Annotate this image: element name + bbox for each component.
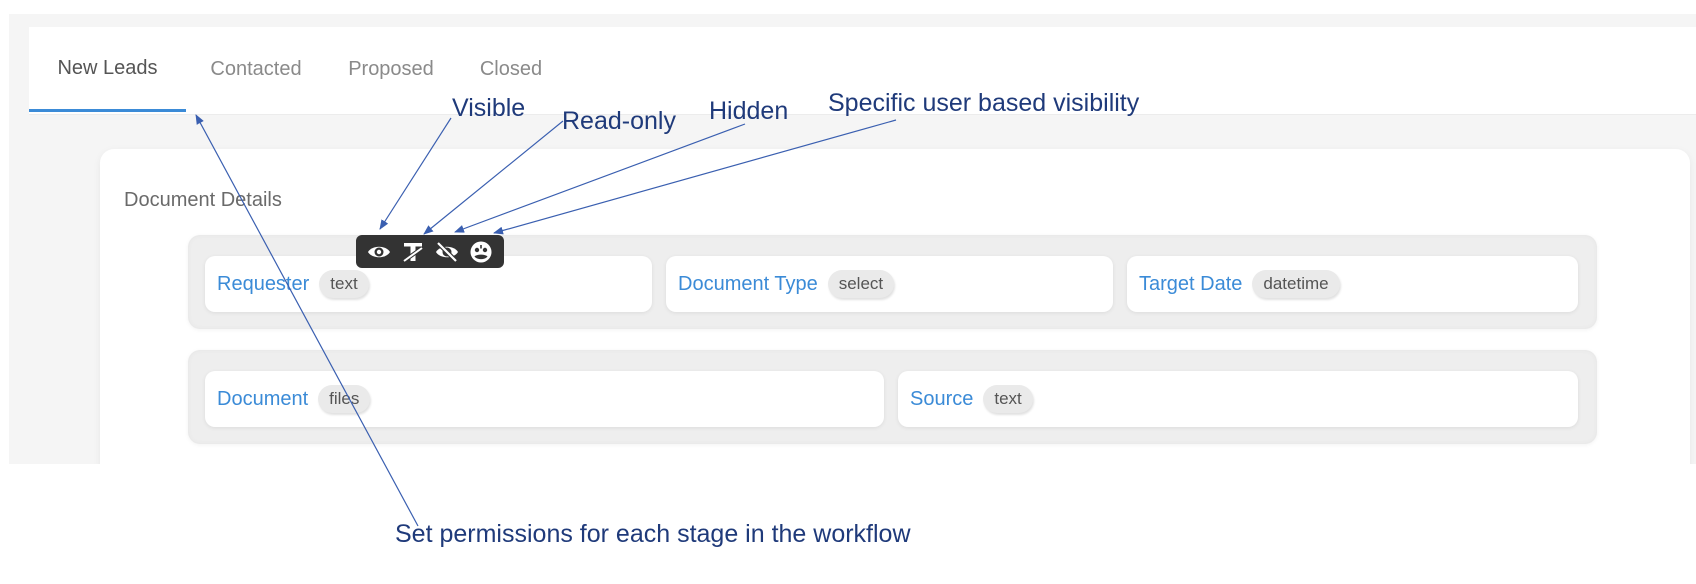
field-type-chip: text [319, 270, 369, 298]
annotation-stage-permissions: Set permissions for each stage in the wo… [395, 520, 911, 548]
tab-closed[interactable]: Closed [479, 58, 543, 80]
read-only-icon[interactable] [400, 238, 427, 265]
user-visibility-icon[interactable] [468, 238, 495, 265]
permission-toolbar [356, 235, 504, 268]
tab-proposed[interactable]: Proposed [348, 58, 434, 80]
field-label: Document [217, 387, 309, 410]
section-title: Document Details [124, 189, 282, 211]
annotation-specific-user: Specific user based visibility [828, 89, 1140, 117]
field-source[interactable]: Source text [898, 371, 1578, 427]
field-type-chip: text [983, 385, 1033, 413]
tab-new-leads[interactable]: New Leads [29, 27, 186, 112]
field-type-chip: select [827, 270, 895, 298]
field-target-date[interactable]: Target Date datetime [1127, 256, 1578, 312]
field-label: Target Date [1139, 272, 1243, 295]
app-frame: New Leads Contacted Proposed Closed Docu… [9, 14, 1696, 464]
stage-tabs: New Leads Contacted Proposed Closed [29, 27, 1696, 115]
field-label: Requester [217, 272, 310, 295]
field-type-chip: datetime [1252, 270, 1340, 298]
field-document[interactable]: Document files [205, 371, 884, 427]
document-details-panel: Document Details Requester text Document… [100, 149, 1690, 464]
annotation-visible: Visible [452, 94, 526, 122]
eye-icon[interactable] [366, 238, 393, 265]
field-type-chip: files [318, 385, 371, 413]
field-document-type[interactable]: Document Type select [666, 256, 1113, 312]
tab-contacted[interactable]: Contacted [210, 58, 302, 80]
annotation-hidden: Hidden [709, 97, 789, 125]
eye-slash-icon[interactable] [434, 238, 461, 265]
annotation-read-only: Read-only [562, 107, 676, 135]
field-row: Document files Source text [188, 350, 1597, 444]
field-label: Source [910, 387, 974, 410]
field-label: Document Type [678, 272, 818, 295]
